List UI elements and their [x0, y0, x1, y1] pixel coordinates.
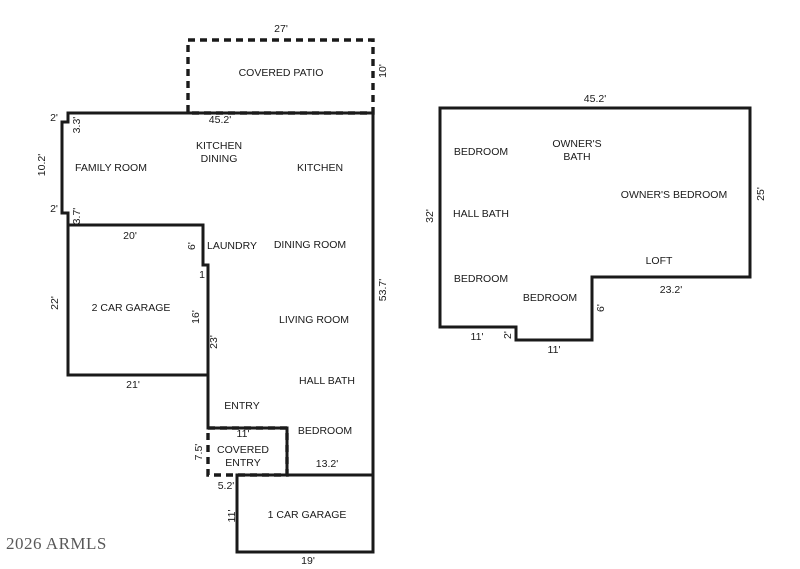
room-label-kitchen-dining: KITCHEN DINING — [196, 140, 242, 165]
upper-floor-outline — [438, 106, 752, 342]
dimension-patio-width: 27' — [274, 23, 288, 35]
room-label-upper-bedroom-2: BEDROOM — [454, 273, 508, 285]
room-label-upper-hall-bath: HALL BATH — [453, 208, 509, 220]
room-label-covered-entry-line1: COVERED — [217, 444, 269, 456]
dimension-upper-step-left: 2' — [502, 331, 514, 339]
dimension-garage-bottom: 21' — [126, 379, 140, 391]
watermark-text: 2026 ARMLS — [6, 534, 107, 553]
dimension-family-room-left: 10.2' — [36, 154, 48, 176]
room-label-two-car-garage: 2 CAR GARAGE — [92, 302, 171, 314]
dimension-covered-entry-width: 11' — [237, 428, 250, 440]
room-label-loft: LOFT — [646, 255, 673, 267]
dimension-covered-entry-depth: 7.5' — [193, 444, 205, 461]
dimension-upper-top-wall: 45.2' — [584, 93, 606, 105]
covered-entry-outline — [206, 426, 289, 477]
room-label-laundry: LAUNDRY — [207, 240, 257, 252]
room-label-owners-bedroom: OWNER'S BEDROOM — [621, 189, 727, 201]
two-car-garage-outline — [66, 223, 210, 377]
room-label-bedroom-main: BEDROOM — [298, 425, 352, 437]
room-label-covered-entry: COVERED ENTRY — [217, 444, 269, 469]
dimension-family-room-bottom: 3.7' — [71, 208, 83, 225]
dimension-loft-bottom: 23.2' — [660, 284, 682, 296]
main-floor-room-labels: COVERED PATIO FAMILY ROOM KITCHEN DINING… — [75, 67, 355, 521]
room-label-upper-bedroom-1: BEDROOM — [454, 146, 508, 158]
room-label-upper-bedroom-3: BEDROOM — [523, 292, 577, 304]
room-label-covered-entry-line2: ENTRY — [225, 457, 260, 469]
room-label-entry: ENTRY — [224, 400, 259, 412]
room-label-living-room: LIVING ROOM — [279, 314, 349, 326]
room-label-owners-bath-line2: BATH — [563, 151, 590, 163]
dimension-upper-bottom-center: 11' — [548, 344, 561, 356]
room-label-kitchen-dining-line1: KITCHEN — [196, 140, 242, 152]
dimension-upper-bottom-left: 11' — [471, 331, 484, 343]
upper-floor-dimension-labels: 45.2' 25' 32' 23.2' 6' 11' 2' 11' — [424, 93, 767, 356]
upper-floor-group: BEDROOM OWNER'S BATH OWNER'S BEDROOM HAL… — [424, 93, 767, 356]
dimension-entry-bottom: 5.2' — [218, 480, 235, 492]
dimension-left-notch-top: 2' — [50, 112, 58, 124]
dimension-garage-left: 22' — [49, 296, 61, 310]
main-floor-group: COVERED PATIO FAMILY ROOM KITCHEN DINING… — [36, 23, 389, 567]
room-label-kitchen: KITCHEN — [297, 162, 343, 174]
dimension-family-room-top: 3.3' — [71, 117, 83, 134]
room-label-hall-bath: HALL BATH — [299, 375, 355, 387]
dimension-garage-right: 16' — [190, 310, 202, 324]
dimension-entry-wall: 23' — [208, 335, 220, 349]
room-label-owners-bath-line1: OWNER'S — [552, 138, 601, 150]
dimension-left-notch-bottom: 2' — [50, 203, 58, 215]
room-label-owners-bath: OWNER'S BATH — [552, 138, 601, 163]
dimension-one-car-garage-left: 11' — [226, 510, 238, 523]
dimension-garage-step: 1 — [199, 269, 205, 281]
dimension-garage-top: 20' — [123, 230, 137, 242]
room-label-covered-patio: COVERED PATIO — [239, 67, 324, 79]
dimension-bedroom-bottom: 13.2' — [316, 458, 338, 470]
dimension-patio-depth: 10' — [377, 64, 389, 78]
dimension-laundry-left: 6' — [186, 242, 198, 250]
dimension-upper-right-wall: 25' — [755, 187, 767, 201]
room-label-family-room: FAMILY ROOM — [75, 162, 147, 174]
upper-floor-room-labels: BEDROOM OWNER'S BATH OWNER'S BEDROOM HAL… — [453, 138, 727, 304]
room-label-kitchen-dining-line2: DINING — [201, 153, 238, 165]
dimension-upper-left-wall: 32' — [424, 209, 436, 223]
dimension-right-wall: 53.7' — [377, 279, 389, 301]
dimension-one-car-garage-bottom: 19' — [301, 555, 315, 567]
one-car-garage-outline — [235, 473, 375, 554]
main-floor-dimension-labels: 27' 10' 45.2' 2' 3.3' 10.2' 2' 3.7' 20' … — [36, 23, 389, 567]
room-label-dining-room: DINING ROOM — [274, 239, 346, 251]
dimension-top-wall: 45.2' — [209, 114, 231, 126]
dimension-upper-step-right: 6' — [595, 304, 607, 312]
room-label-one-car-garage: 1 CAR GARAGE — [268, 509, 347, 521]
